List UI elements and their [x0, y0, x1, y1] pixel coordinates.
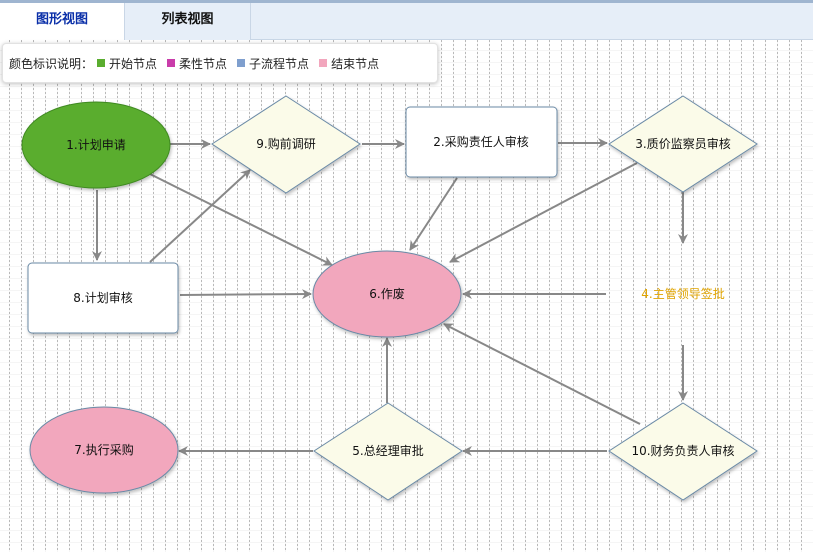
legend-swatch-start	[97, 59, 106, 67]
node-5-shape	[313, 402, 463, 501]
edges	[92, 138, 688, 456]
legend-item-subprocess: 子流程节点	[237, 55, 309, 72]
node-4-flexible[interactable]: 4.主管领导签批	[641, 286, 724, 301]
color-legend: 颜色标识说明： 开始节点 柔性节点 子流程节点 结束节点	[2, 43, 438, 83]
node-1-start[interactable]: 1.计划申请	[21, 101, 171, 189]
node-7-label: 7.执行采购	[74, 442, 133, 457]
node-9-diamond[interactable]: 9.购前调研	[211, 95, 361, 194]
edge-3-6	[449, 162, 638, 263]
legend-label-subprocess: 子流程节点	[249, 56, 310, 71]
node-2-shape	[405, 106, 558, 178]
node-1-shape	[21, 101, 171, 189]
node-5-label: 5.总经理审批	[352, 443, 423, 458]
legend-title: 颜色标识说明：	[9, 56, 94, 71]
node-3-shape	[608, 95, 758, 193]
node-8-label: 8.计划审核	[73, 290, 132, 305]
edge-10-6	[443, 323, 641, 425]
node-4-label: 4.主管领导签批	[641, 286, 724, 301]
legend-label-flexible: 柔性节点	[179, 56, 228, 71]
legend-swatch-flexible	[167, 59, 176, 67]
edge-1-6	[149, 173, 333, 266]
node-10-shape	[608, 402, 758, 501]
legend-label-end: 结束节点	[331, 56, 380, 71]
node-3-label: 3.质价监察员审核	[635, 136, 730, 151]
tab-graph-view[interactable]: 图形视图	[0, 3, 125, 40]
edge-8-9	[149, 169, 251, 263]
legend-label-start: 开始节点	[109, 56, 158, 71]
node-9-label: 9.购前调研	[256, 136, 315, 151]
node-9-shape	[211, 95, 361, 194]
legend-swatch-subprocess	[237, 59, 246, 67]
legend-item-start: 开始节点	[97, 55, 157, 72]
view-tab-bar: 图形视图 列表视图	[0, 0, 813, 40]
legend-swatch-end	[319, 59, 328, 67]
node-5-diamond[interactable]: 5.总经理审批	[313, 402, 463, 501]
legend-item-end: 结束节点	[319, 55, 379, 72]
node-10-diamond[interactable]: 10.财务负责人审核	[608, 402, 758, 501]
node-8-shape	[27, 262, 179, 334]
node-7-end[interactable]: 7.执行采购	[29, 406, 179, 494]
node-10-label: 10.财务负责人审核	[631, 443, 734, 458]
node-8-task[interactable]: 8.计划审核	[27, 262, 179, 334]
edge-2-6	[409, 177, 458, 251]
node-6-shape	[312, 250, 462, 338]
node-1-label: 1.计划申请	[66, 138, 125, 152]
node-6-label: 6.作废	[369, 286, 404, 301]
node-7-shape	[29, 406, 179, 494]
legend-item-flexible: 柔性节点	[167, 55, 227, 72]
node-2-task[interactable]: 2.采购责任人审核	[405, 106, 558, 178]
node-3-diamond[interactable]: 3.质价监察员审核	[608, 95, 758, 193]
node-6-end[interactable]: 6.作废	[312, 250, 462, 338]
tab-list-view[interactable]: 列表视图	[125, 3, 251, 40]
node-2-label: 2.采购责任人审核	[433, 134, 528, 149]
edge-8-6	[179, 289, 312, 300]
